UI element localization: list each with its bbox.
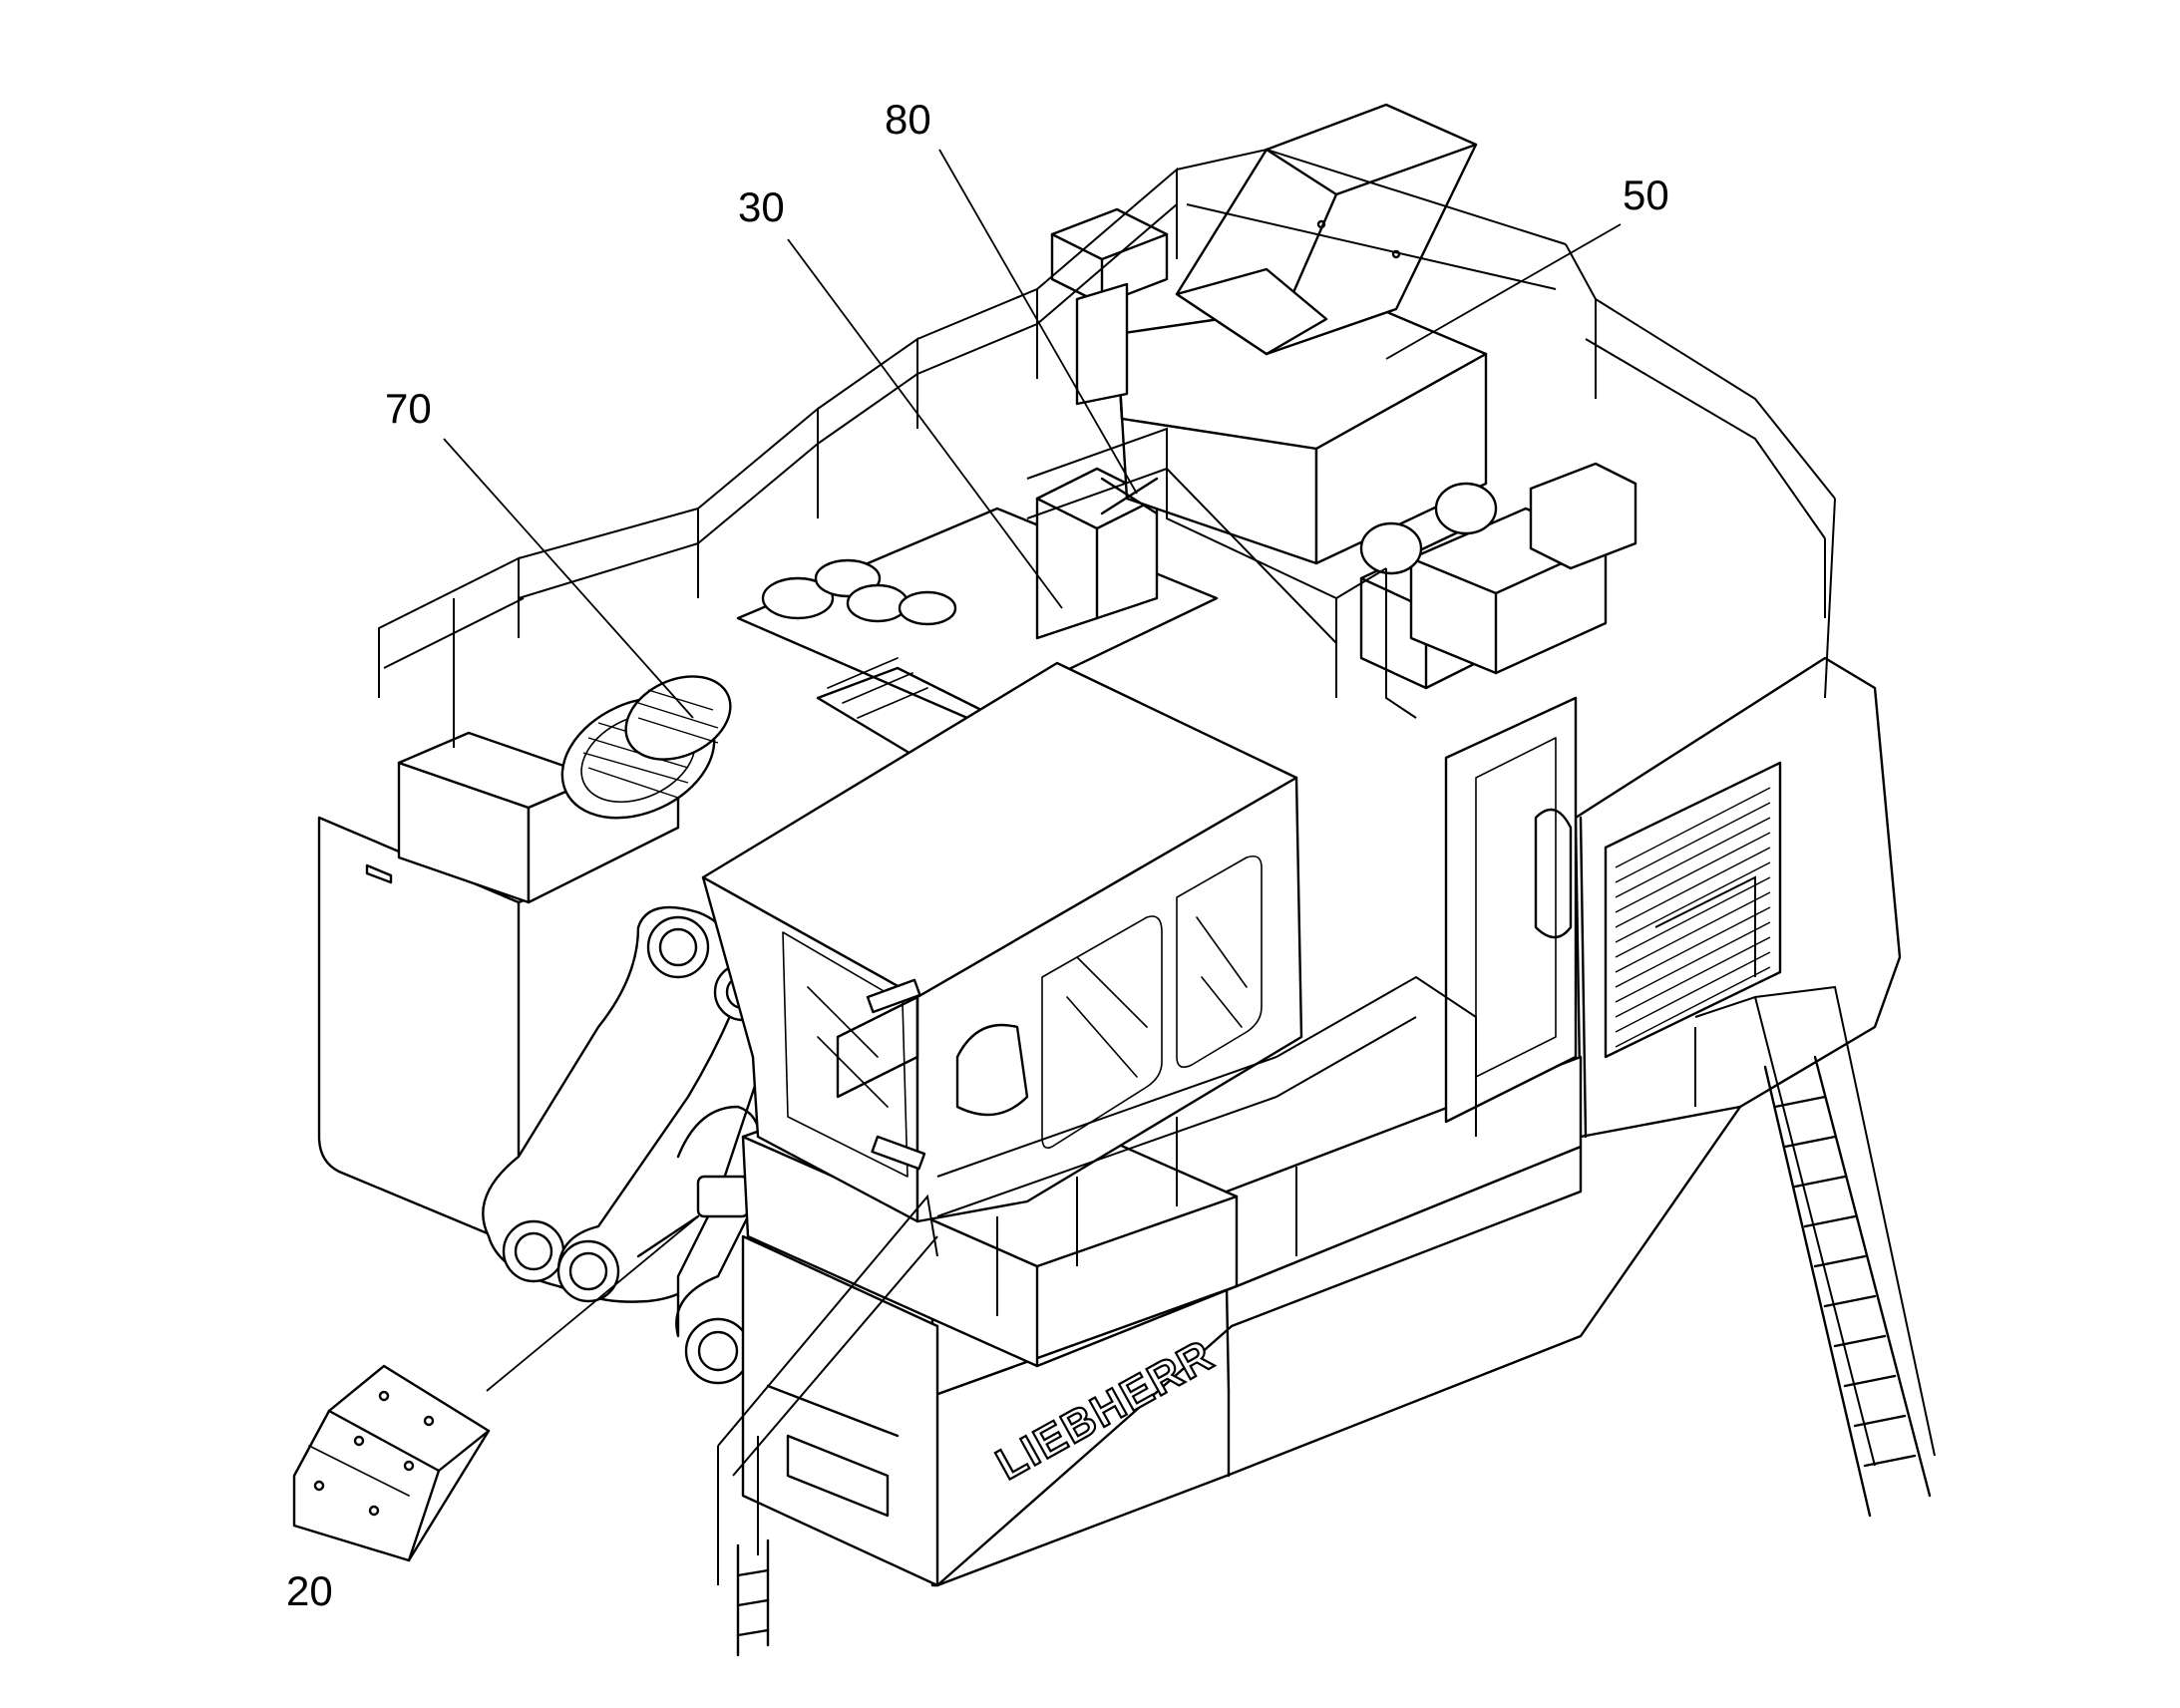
access-ladder-right	[1763, 1055, 1932, 1518]
callout-30: 30	[738, 183, 785, 230]
leader-20	[486, 1215, 699, 1392]
callout-50: 50	[1623, 171, 1669, 218]
leader-lines	[443, 149, 1622, 1392]
access-ladder-front	[736, 1538, 770, 1657]
leader-30	[787, 238, 1063, 609]
upper-carriage-body	[317, 656, 1902, 1587]
callout-80: 80	[885, 96, 931, 143]
leader-70	[443, 438, 694, 719]
callout-labels: 20 30 50 70 80	[286, 96, 1669, 1614]
callout-70: 70	[385, 385, 432, 432]
grille-louvers	[1615, 787, 1771, 1048]
engine-deck	[736, 467, 1219, 760]
marker-80	[1100, 477, 1159, 515]
callout-20: 20	[286, 1567, 333, 1614]
pump-boxes	[1359, 462, 1637, 690]
cover-panel-20	[292, 1364, 491, 1562]
leader-80	[938, 149, 1138, 495]
operator-cab	[701, 661, 1303, 1223]
service-housing-right	[1444, 696, 1782, 1124]
handrails	[378, 148, 1936, 1585]
leader-50	[1385, 223, 1622, 360]
cooler-module-left	[397, 675, 732, 904]
